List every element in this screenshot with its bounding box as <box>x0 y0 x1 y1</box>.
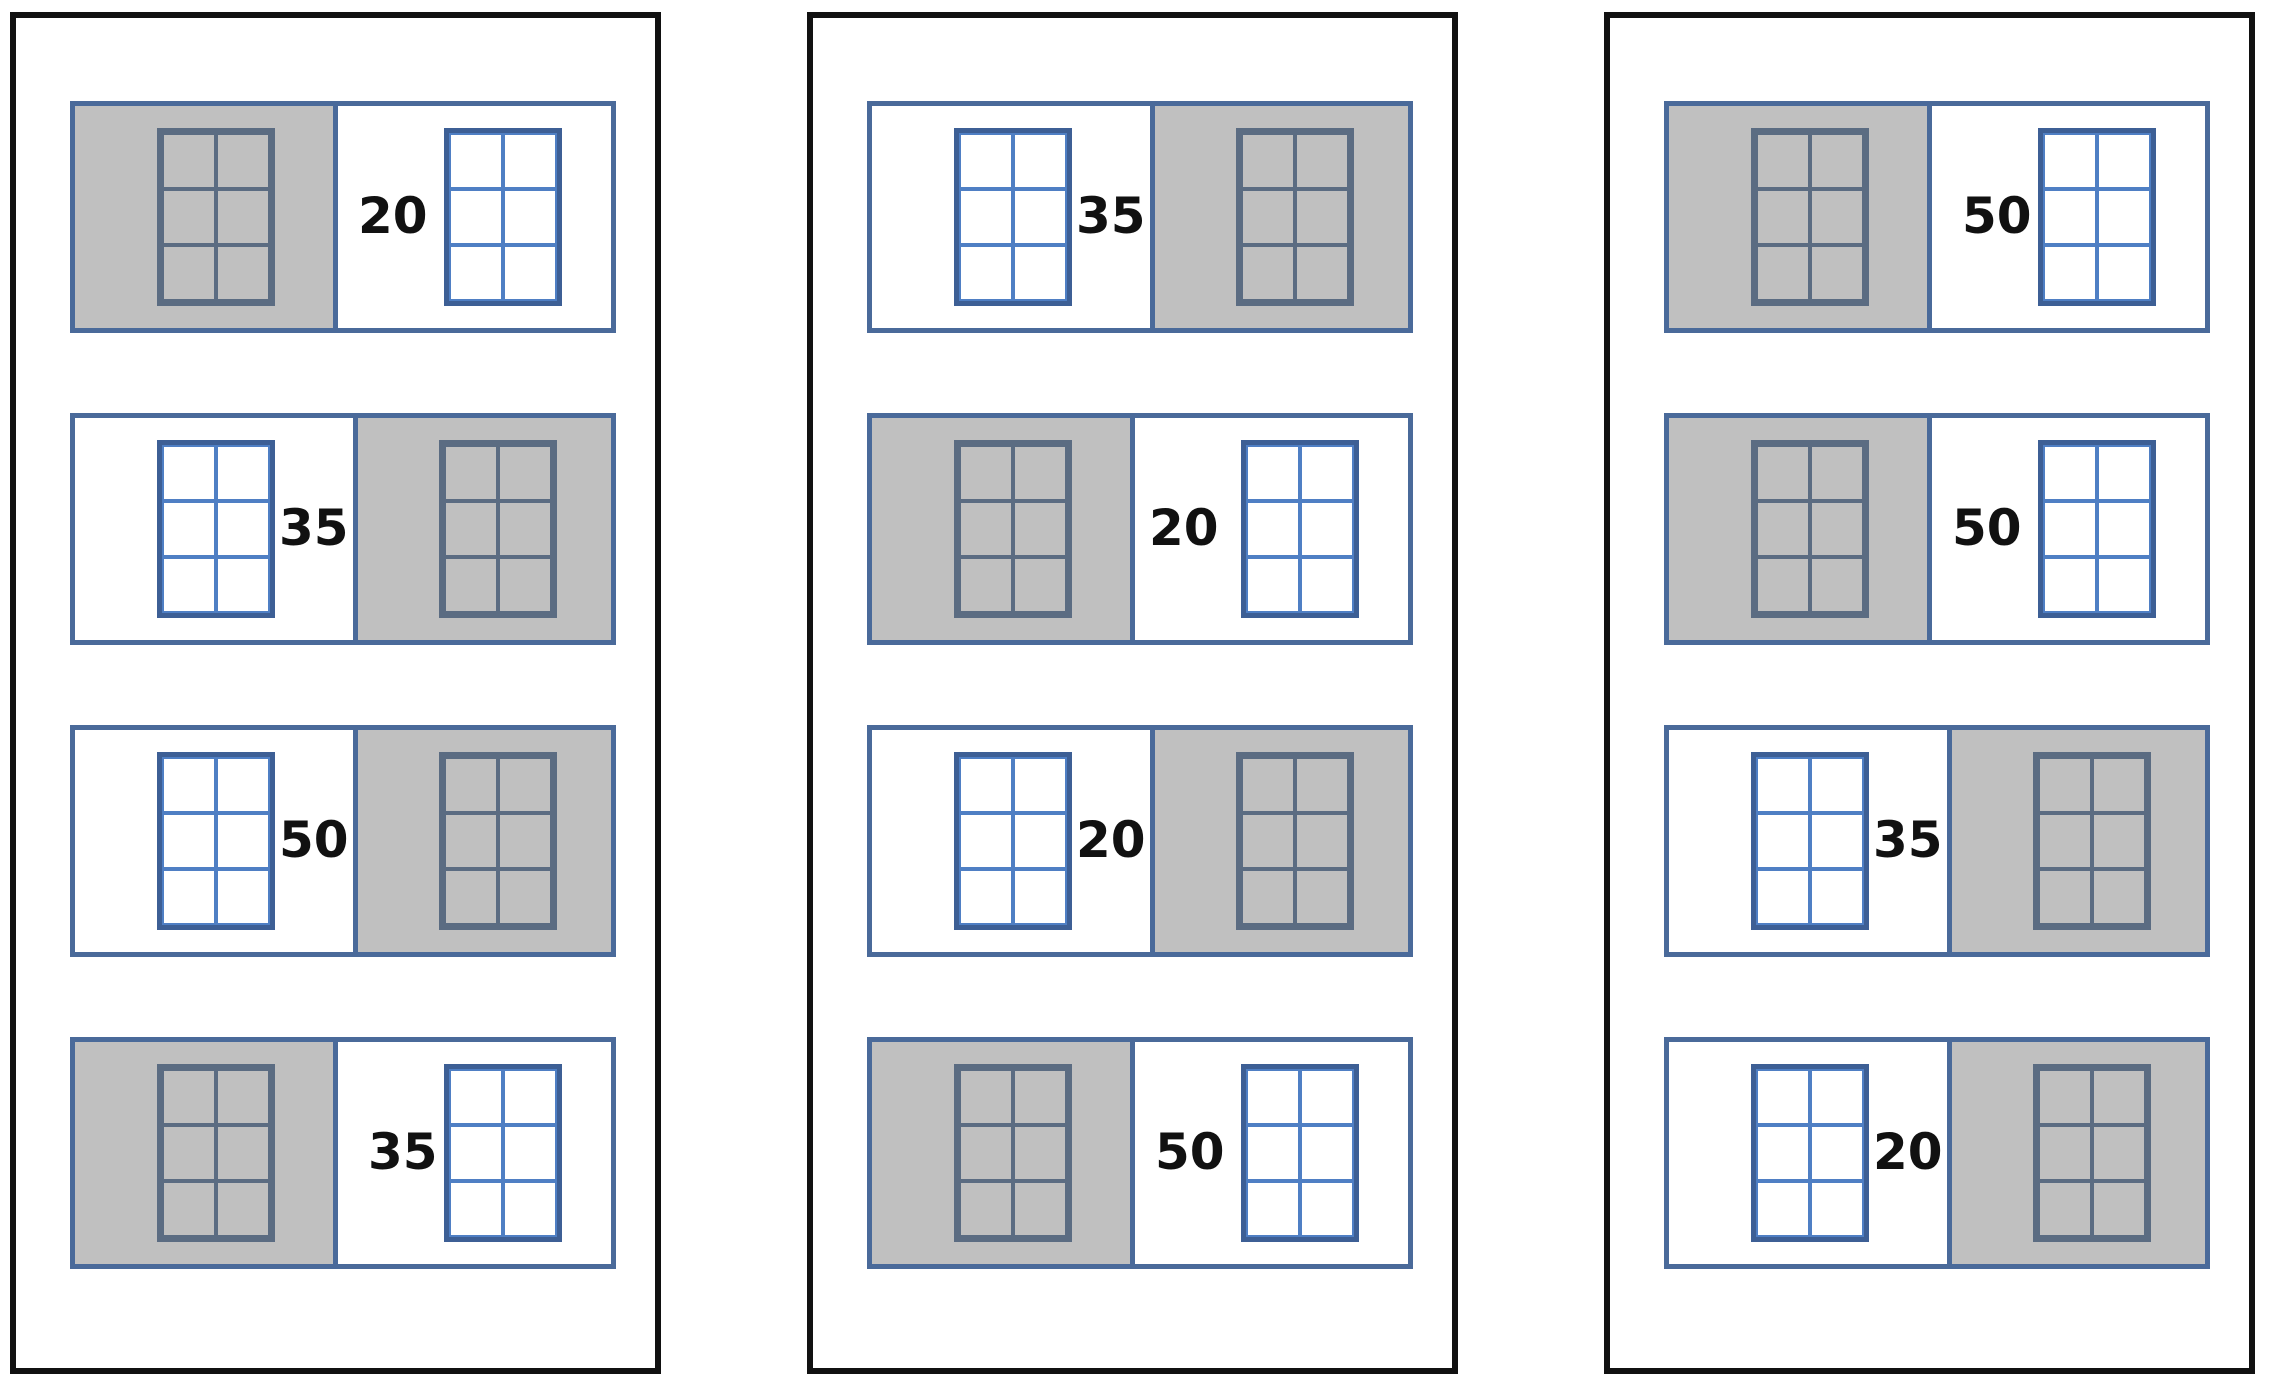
floor-2: 35 <box>70 413 616 645</box>
lit-window-icon <box>444 128 562 306</box>
lit-room: 20 <box>1669 1042 1947 1264</box>
unlit-window-icon <box>1236 128 1354 306</box>
room-number: 50 <box>1952 499 2022 557</box>
dark-room <box>1150 730 1408 952</box>
lit-room: 50 <box>75 730 353 952</box>
dark-room <box>75 1042 333 1264</box>
room-number: 50 <box>1155 1123 1225 1181</box>
room-number: 35 <box>279 499 349 557</box>
lit-room: 35 <box>333 1042 611 1264</box>
floor-1: 35 <box>867 101 1413 333</box>
floor-3: 50 <box>70 725 616 957</box>
lit-room: 50 <box>1927 106 2205 328</box>
room-number: 20 <box>1149 499 1219 557</box>
lit-window-icon <box>954 128 1072 306</box>
unlit-window-icon <box>954 1064 1072 1242</box>
dark-room <box>872 418 1130 640</box>
lit-room: 35 <box>1669 730 1947 952</box>
room-number: 50 <box>1962 187 2032 245</box>
dark-room <box>353 418 611 640</box>
lit-window-icon <box>1751 1064 1869 1242</box>
floor-4: 35 <box>70 1037 616 1269</box>
lit-room: 20 <box>333 106 611 328</box>
dark-room <box>1947 1042 2205 1264</box>
lit-window-icon <box>157 440 275 618</box>
building-3: 50 50 35 <box>1604 12 2255 1374</box>
lit-window-icon <box>1751 752 1869 930</box>
room-number: 20 <box>358 187 428 245</box>
unlit-window-icon <box>1751 440 1869 618</box>
floor-3: 20 <box>867 725 1413 957</box>
floor-1: 50 <box>1664 101 2210 333</box>
unlit-window-icon <box>439 440 557 618</box>
lit-room: 20 <box>1130 418 1408 640</box>
floor-1: 20 <box>70 101 616 333</box>
lit-room: 50 <box>1927 418 2205 640</box>
dark-room <box>75 106 333 328</box>
floor-2: 20 <box>867 413 1413 645</box>
room-number: 35 <box>1873 811 1943 869</box>
lit-room: 50 <box>1130 1042 1408 1264</box>
room-number: 35 <box>368 1123 438 1181</box>
lit-window-icon <box>1241 1064 1359 1242</box>
lit-window-icon <box>2038 128 2156 306</box>
dark-room <box>872 1042 1130 1264</box>
unlit-window-icon <box>954 440 1072 618</box>
unlit-window-icon <box>157 128 275 306</box>
unlit-window-icon <box>439 752 557 930</box>
building-1: 20 35 50 <box>10 12 661 1374</box>
building-2: 35 20 20 <box>807 12 1458 1374</box>
unlit-window-icon <box>1236 752 1354 930</box>
lit-window-icon <box>954 752 1072 930</box>
lit-window-icon <box>1241 440 1359 618</box>
dark-room <box>1947 730 2205 952</box>
unlit-window-icon <box>2033 752 2151 930</box>
dark-room <box>353 730 611 952</box>
room-number: 50 <box>279 811 349 869</box>
unlit-window-icon <box>2033 1064 2151 1242</box>
unlit-window-icon <box>1751 128 1869 306</box>
lit-window-icon <box>157 752 275 930</box>
lit-room: 35 <box>75 418 353 640</box>
room-number: 20 <box>1076 811 1146 869</box>
room-number: 35 <box>1076 187 1146 245</box>
dark-room <box>1669 418 1927 640</box>
lit-window-icon <box>444 1064 562 1242</box>
room-number: 20 <box>1873 1123 1943 1181</box>
lit-room: 35 <box>872 106 1150 328</box>
lit-window-icon <box>2038 440 2156 618</box>
unlit-window-icon <box>157 1064 275 1242</box>
floor-4: 20 <box>1664 1037 2210 1269</box>
floor-3: 35 <box>1664 725 2210 957</box>
floor-2: 50 <box>1664 413 2210 645</box>
floor-4: 50 <box>867 1037 1413 1269</box>
lit-room: 20 <box>872 730 1150 952</box>
dark-room <box>1669 106 1927 328</box>
dark-room <box>1150 106 1408 328</box>
